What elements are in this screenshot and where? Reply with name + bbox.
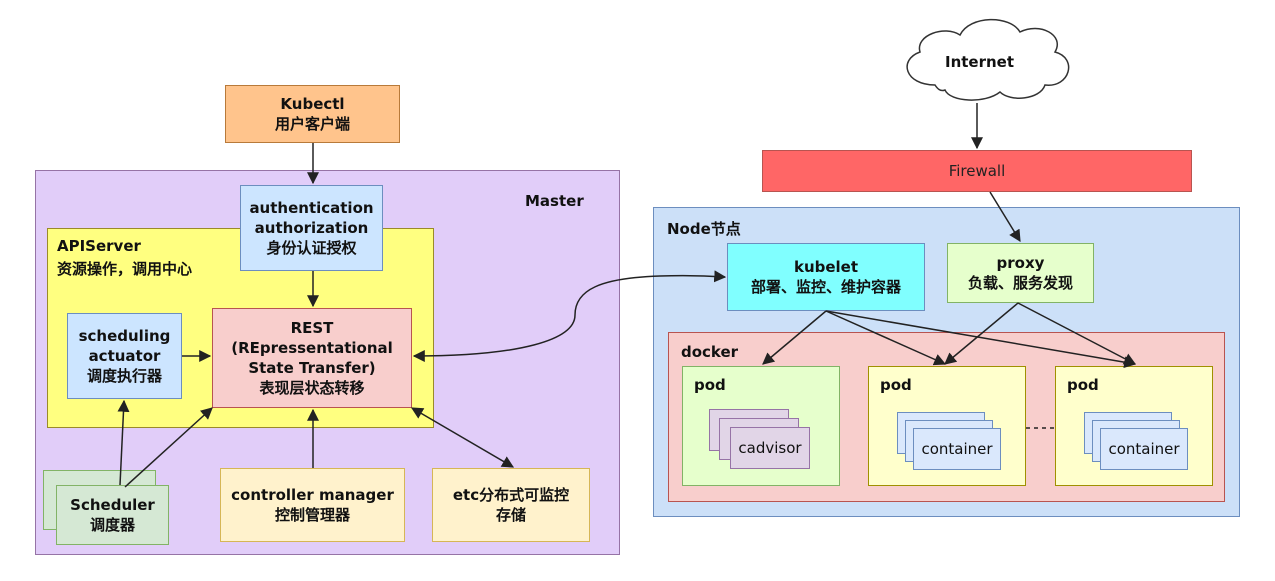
kubectl-box: Kubectl 用户客户端 — [225, 85, 400, 143]
etc-title: etc分布式可监控 — [452, 486, 570, 504]
scheduler-title: Scheduler — [70, 496, 155, 514]
controller-subtitle: 控制管理器 — [274, 506, 350, 524]
kubelet-box: kubelet 部署、监控、维护容器 — [727, 243, 925, 311]
controller-manager-box: controller manager 控制管理器 — [220, 468, 405, 542]
apiserver-subtitle: 资源操作，调用中心 — [57, 260, 193, 278]
firewall-box: Firewall — [762, 150, 1192, 192]
container-box-2: container — [913, 428, 1001, 470]
pod-label-1: pod — [694, 376, 726, 394]
apiserver-title: APIServer — [57, 237, 141, 255]
etc-storage-box: etc分布式可监控 存储 — [432, 468, 590, 542]
docker-label: docker — [681, 343, 739, 361]
rest-line1: REST — [290, 319, 334, 337]
proxy-title: proxy — [996, 254, 1045, 272]
scheduling-line3: 调度执行器 — [86, 367, 162, 385]
rest-line4: 表现层状态转移 — [259, 379, 365, 397]
cadvisor-label: cadvisor — [738, 439, 802, 457]
etc-subtitle: 存储 — [495, 506, 526, 524]
rest-box: REST (REpressentational State Transfer) … — [212, 308, 412, 408]
kubelet-subtitle: 部署、监控、维护容器 — [750, 278, 901, 296]
cadvisor-box: cadvisor — [730, 427, 810, 469]
internet-label: Internet — [945, 53, 1015, 71]
pod-label-2: pod — [880, 376, 912, 394]
rest-line3: State Transfer) — [248, 359, 376, 377]
auth-line3: 身份认证授权 — [266, 239, 357, 257]
auth-box: authentication authorization 身份认证授权 — [240, 185, 383, 271]
scheduler-subtitle: 调度器 — [89, 516, 135, 534]
proxy-box: proxy 负载、服务发现 — [947, 243, 1094, 303]
auth-line2: authorization — [254, 219, 369, 237]
controller-title: controller manager — [231, 486, 394, 504]
kubectl-title: Kubectl — [280, 95, 345, 113]
rest-line2: (REpressentational — [231, 339, 393, 357]
auth-line1: authentication — [249, 199, 374, 217]
scheduling-line2: actuator — [88, 347, 161, 365]
kubectl-subtitle: 用户客户端 — [274, 115, 350, 133]
container-label-3: container — [1108, 440, 1180, 458]
proxy-subtitle: 负载、服务发现 — [967, 274, 1073, 292]
container-box-3: container — [1100, 428, 1188, 470]
scheduler-box: Scheduler 调度器 — [56, 485, 169, 545]
container-label-2: container — [921, 440, 993, 458]
firewall-label: Firewall — [948, 162, 1006, 180]
scheduling-line1: scheduling — [78, 327, 171, 345]
master-label: Master — [525, 192, 584, 210]
kubelet-title: kubelet — [793, 258, 859, 276]
node-label: Node节点 — [667, 220, 741, 238]
scheduling-actuator-box: scheduling actuator 调度执行器 — [67, 313, 182, 399]
pod-label-3: pod — [1067, 376, 1099, 394]
